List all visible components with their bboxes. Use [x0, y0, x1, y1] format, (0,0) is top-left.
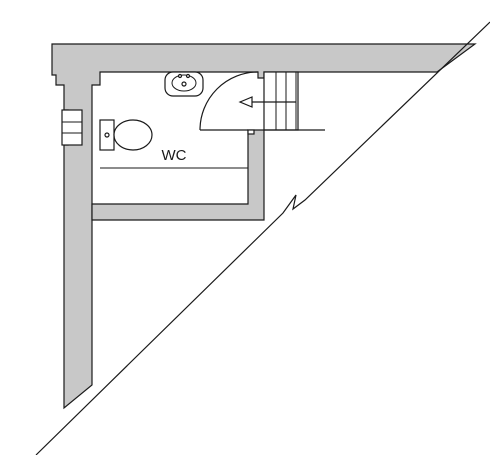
wash-basin-icon — [164, 71, 204, 97]
window — [61, 109, 83, 146]
staircase — [263, 71, 325, 131]
break-line — [35, 21, 490, 455]
door — [199, 71, 259, 131]
room-label: WC — [162, 147, 187, 164]
up-arrow-icon — [238, 96, 296, 108]
toilet-icon — [99, 119, 153, 151]
